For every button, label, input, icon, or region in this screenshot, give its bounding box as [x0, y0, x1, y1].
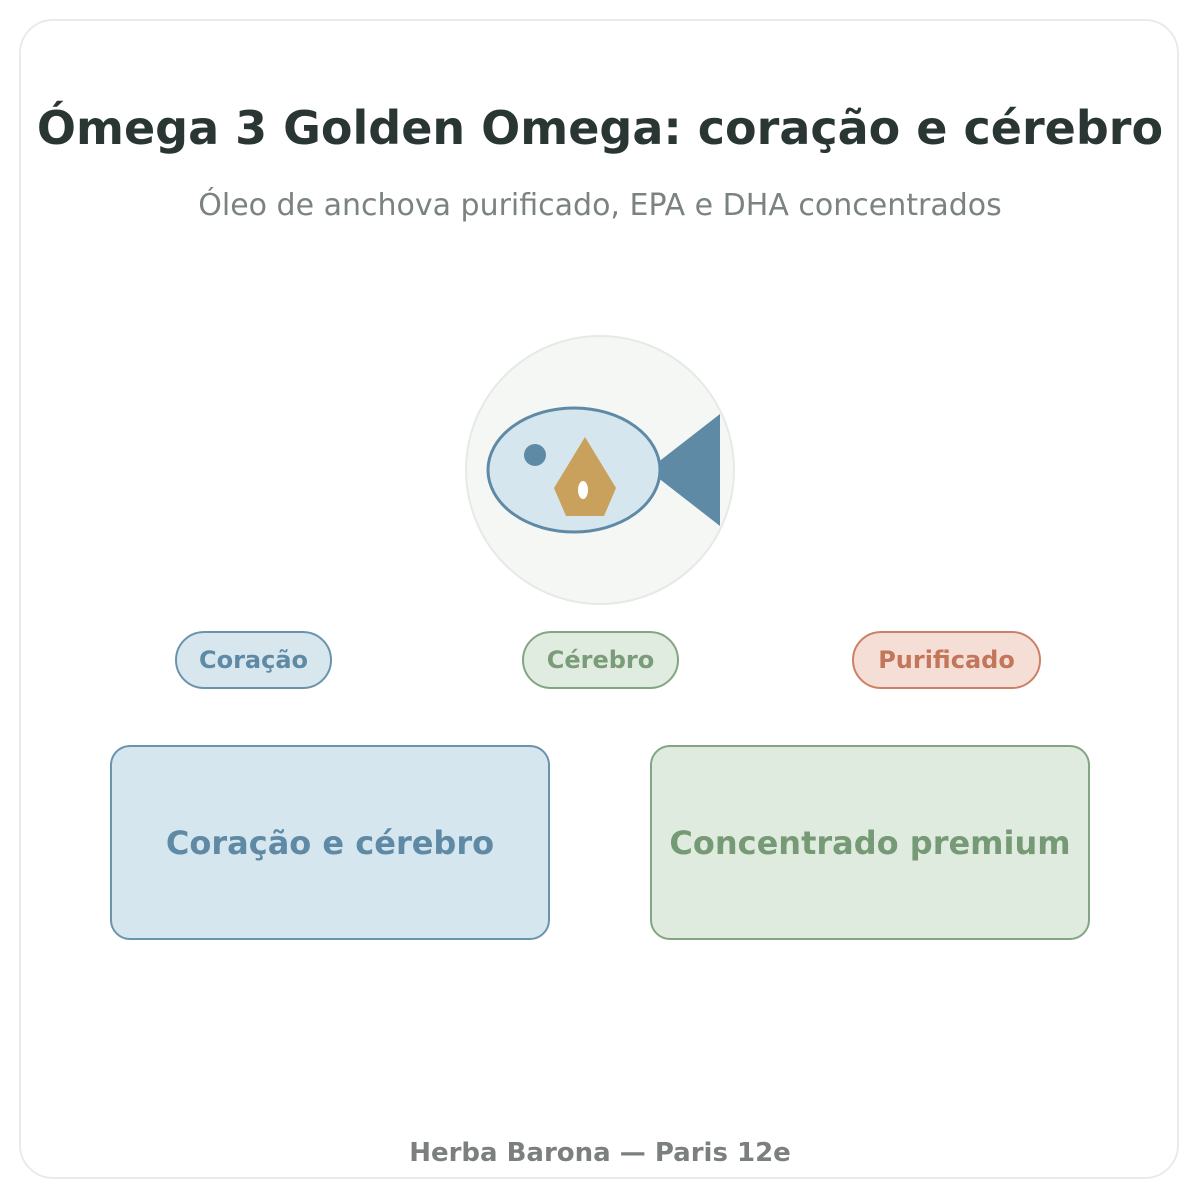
oil-drop — [554, 437, 616, 516]
tag-cerebro: Cérebro — [522, 631, 679, 689]
feature-label: Coração e cérebro — [165, 823, 495, 862]
page-subtitle: Óleo de anchova purificado, EPA e DHA co… — [198, 188, 1002, 223]
feature-label: Concentrado premium — [669, 823, 1071, 862]
fish-oil-drop-icon — [465, 335, 735, 605]
tag-purificado: Purificado — [852, 631, 1041, 689]
fish-tail — [648, 414, 720, 526]
feature-coracao-cerebro: Coração e cérebro — [110, 745, 550, 940]
fish-eye — [524, 444, 546, 466]
feature-concentrado-premium: Concentrado premium — [650, 745, 1090, 940]
footer-text: Herba Barona — Paris 12e — [409, 1138, 791, 1168]
fish-oil-badge — [464, 334, 736, 606]
oil-drop-highlight — [578, 481, 588, 499]
tag-coracao: Coração — [175, 631, 332, 689]
page-title: Ómega 3 Golden Omega: coração e cérebro — [36, 101, 1164, 155]
